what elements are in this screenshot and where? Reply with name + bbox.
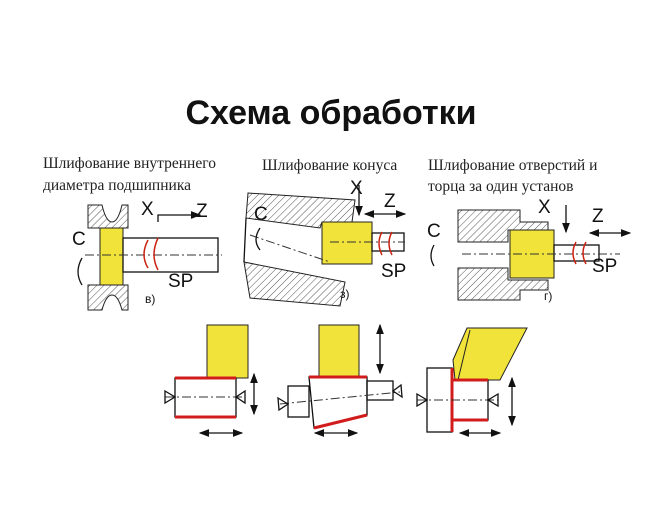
- rotation-c-icon: [430, 244, 435, 267]
- scheme-face-diameter-grinding: [416, 327, 528, 437]
- diagram-tag: г): [544, 289, 552, 303]
- rotation-sp-icon: [143, 237, 159, 271]
- spindle: [553, 244, 600, 262]
- caption-line: Шлифование внутреннего: [43, 155, 216, 172]
- rotation-c-icon: [77, 257, 83, 286]
- grinding-wheel: [206, 324, 249, 379]
- shaft-right: [366, 380, 394, 401]
- center-icon: [416, 392, 499, 408]
- workpiece-bottom: [457, 267, 549, 301]
- bearing-ring-bottom: [87, 284, 129, 311]
- grinding-wheel: [452, 327, 528, 381]
- center-icon: [164, 389, 246, 405]
- spindle-sp-label: SP: [592, 256, 617, 277]
- grinding-wheel: [99, 227, 124, 286]
- grinding-wheel: [318, 324, 360, 378]
- caption-line: диаметра подшипника: [43, 177, 191, 194]
- scheme-cone-grinding: [277, 323, 403, 437]
- center-icon: [277, 383, 403, 412]
- axis-x-label: X: [538, 197, 551, 218]
- axis-c-label: C: [72, 229, 86, 250]
- diagram-tag: в): [145, 292, 155, 306]
- rotation-sp-icon: [378, 231, 393, 256]
- axis-c-label: C: [427, 221, 441, 242]
- axis-c-label: C: [254, 204, 268, 225]
- bearing-ring-top: [87, 204, 129, 229]
- axis-z-label: Z: [196, 201, 208, 222]
- axis-z-label: Z: [592, 206, 604, 227]
- diagram-internal-bearing-grinding: Шлифование внутреннего диаметра подшипни…: [43, 155, 222, 311]
- rotation-sp-icon: [572, 241, 587, 265]
- axis-z-label: Z: [384, 191, 396, 212]
- workpiece-bottom: [243, 261, 346, 307]
- grinding-wheel: [321, 221, 373, 265]
- page-title: Схема обработки: [185, 94, 477, 132]
- axis-x-label: X: [350, 178, 363, 199]
- caption-line: Шлифование отверстий и: [428, 157, 597, 174]
- axis-x-label: X: [141, 199, 154, 220]
- machined-surface: [313, 413, 368, 430]
- rotation-c-icon: [255, 227, 261, 251]
- diagram-hole-face-grinding: Шлифование отверстий и торца за один уст…: [427, 157, 632, 303]
- caption-line: Шлифование конуса: [262, 157, 397, 174]
- spindle-sp-label: SP: [381, 261, 406, 282]
- spindle-sp-label: SP: [168, 271, 193, 292]
- caption-line: торца за один установ: [428, 178, 574, 195]
- diagram-cone-grinding: Шлифование конуса X Z C SP з): [243, 157, 406, 307]
- workpiece-cone: [308, 376, 368, 429]
- diagram-tag: з): [340, 287, 350, 301]
- scheme-cylindrical-grinding: [164, 324, 258, 437]
